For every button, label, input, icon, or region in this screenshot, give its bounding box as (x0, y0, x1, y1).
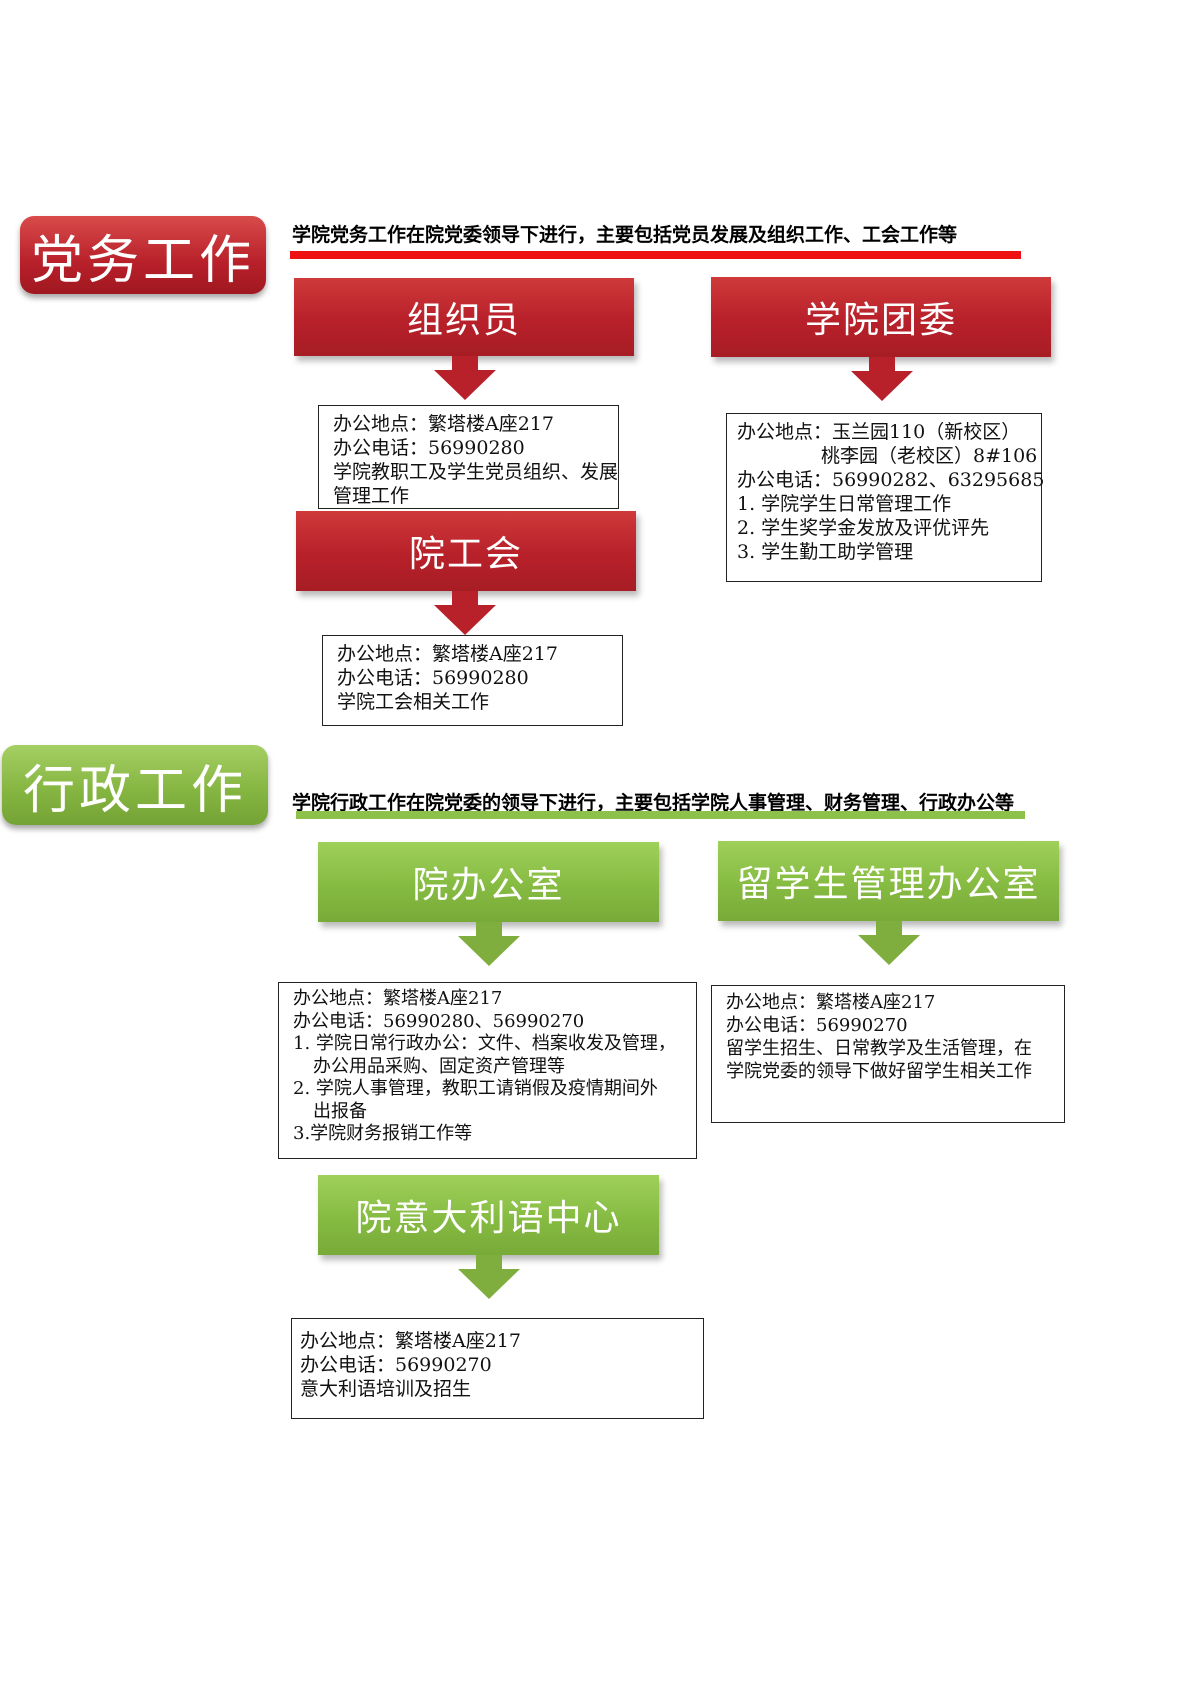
youth-league-duty-3: 3. 学生勤工助学管理 (737, 541, 914, 563)
youth-league-info: 办公地点：玉兰园110（新校区） 桃李园（老校区）8#106 办公电话：5699… (726, 413, 1045, 582)
organizer-duty: 学院教职工及学生党员组织、发展 (333, 461, 619, 483)
organizer-location: 办公地点：繁塔楼A座217 (333, 413, 554, 435)
intl-office-title: 留学生管理办公室 (736, 864, 1041, 905)
intl-office-location: 办公地点：繁塔楼A座217 (726, 992, 936, 1013)
intl-office-box: 留学生管理办公室 (718, 841, 1059, 921)
youth-league-box: 学院团委 (711, 277, 1051, 357)
organizer-title: 组织员 (406, 300, 521, 341)
union-arrow (432, 591, 498, 637)
admin-work-rule (296, 811, 1025, 819)
italian-center-phone: 办公电话：56990270 (300, 1354, 492, 1376)
youth-league-arrow (849, 357, 915, 403)
office-arrow (456, 922, 522, 968)
organizer-info: 办公地点：繁塔楼A座217 办公电话：56990280 学院教职工及学生党员组织… (318, 405, 619, 509)
union-info: 办公地点：繁塔楼A座217 办公电话：56990280 学院工会相关工作 (322, 635, 623, 726)
youth-league-title: 学院团委 (804, 300, 957, 341)
youth-league-duty-2: 2. 学生奖学金发放及评优评先 (737, 517, 990, 539)
union-box: 院工会 (296, 511, 636, 591)
office-duty-1-cont: 办公用品采购、固定资产管理等 (313, 1055, 565, 1077)
youth-league-phone: 办公电话：56990282、63295685 (737, 469, 1045, 491)
office-location: 办公地点：繁塔楼A座217 (293, 988, 503, 1009)
admin-work-badge: 行政工作 (2, 745, 268, 825)
intl-office-info: 办公地点：繁塔楼A座217 办公电话：56990270 留学生招生、日常教学及生… (711, 985, 1065, 1123)
italian-center-box: 院意大利语中心 (318, 1175, 659, 1255)
union-phone: 办公电话：56990280 (337, 667, 529, 689)
party-work-intro: 学院党务工作在院党委领导下进行，主要包括党员发展及组织工作、工会工作等 (292, 224, 958, 246)
office-title: 院办公室 (412, 865, 565, 906)
party-work-badge: 党务工作 (20, 216, 266, 294)
organizer-box: 组织员 (294, 278, 634, 356)
office-info: 办公地点：繁塔楼A座217 办公电话：56990280、56990270 1. … (278, 982, 697, 1159)
office-duty-3: 3.学院财务报销工作等 (293, 1123, 473, 1144)
italian-center-location: 办公地点：繁塔楼A座217 (300, 1330, 521, 1352)
admin-work-intro: 学院行政工作在院党委的领导下进行，主要包括学院人事管理、财务管理、行政办公等 (292, 792, 1015, 814)
youth-league-duty-1: 1. 学院学生日常管理工作 (737, 493, 952, 515)
office-duty-2: 2. 学院人事管理，教职工请销假及疫情期间外 (293, 1078, 658, 1099)
union-duty: 学院工会相关工作 (337, 691, 490, 713)
party-work-rule (290, 251, 1021, 259)
office-box: 院办公室 (318, 842, 659, 922)
youth-league-location: 办公地点：玉兰园110（新校区） (737, 421, 1021, 443)
italian-center-duty: 意大利语培训及招生 (300, 1378, 472, 1400)
party-work-title: 党务工作 (30, 230, 255, 291)
organizer-arrow (432, 356, 498, 402)
organizer-phone: 办公电话：56990280 (333, 437, 525, 459)
union-title: 院工会 (408, 534, 523, 575)
italian-center-info: 办公地点：繁塔楼A座217 办公电话：56990270 意大利语培训及招生 (291, 1318, 704, 1419)
intl-office-duty-cont: 学院党委的领导下做好留学生相关工作 (726, 1061, 1032, 1082)
office-phone: 办公电话：56990280、56990270 (293, 1010, 585, 1032)
intl-office-phone: 办公电话：56990270 (726, 1015, 908, 1036)
organizer-duty-cont: 管理工作 (333, 485, 410, 507)
italian-center-arrow (456, 1255, 522, 1301)
admin-work-title: 行政工作 (22, 760, 247, 821)
youth-league-location-old: 桃李园（老校区）8#106 (821, 445, 1038, 467)
office-duty-2-cont: 出报备 (313, 1100, 367, 1122)
intl-office-arrow (856, 921, 922, 967)
italian-center-title: 院意大利语中心 (355, 1198, 622, 1239)
intl-office-duty: 留学生招生、日常教学及生活管理，在 (726, 1038, 1032, 1059)
office-duty-1: 1. 学院日常行政办公：文件、档案收发及管理， (293, 1033, 676, 1054)
union-location: 办公地点：繁塔楼A座217 (337, 643, 558, 665)
